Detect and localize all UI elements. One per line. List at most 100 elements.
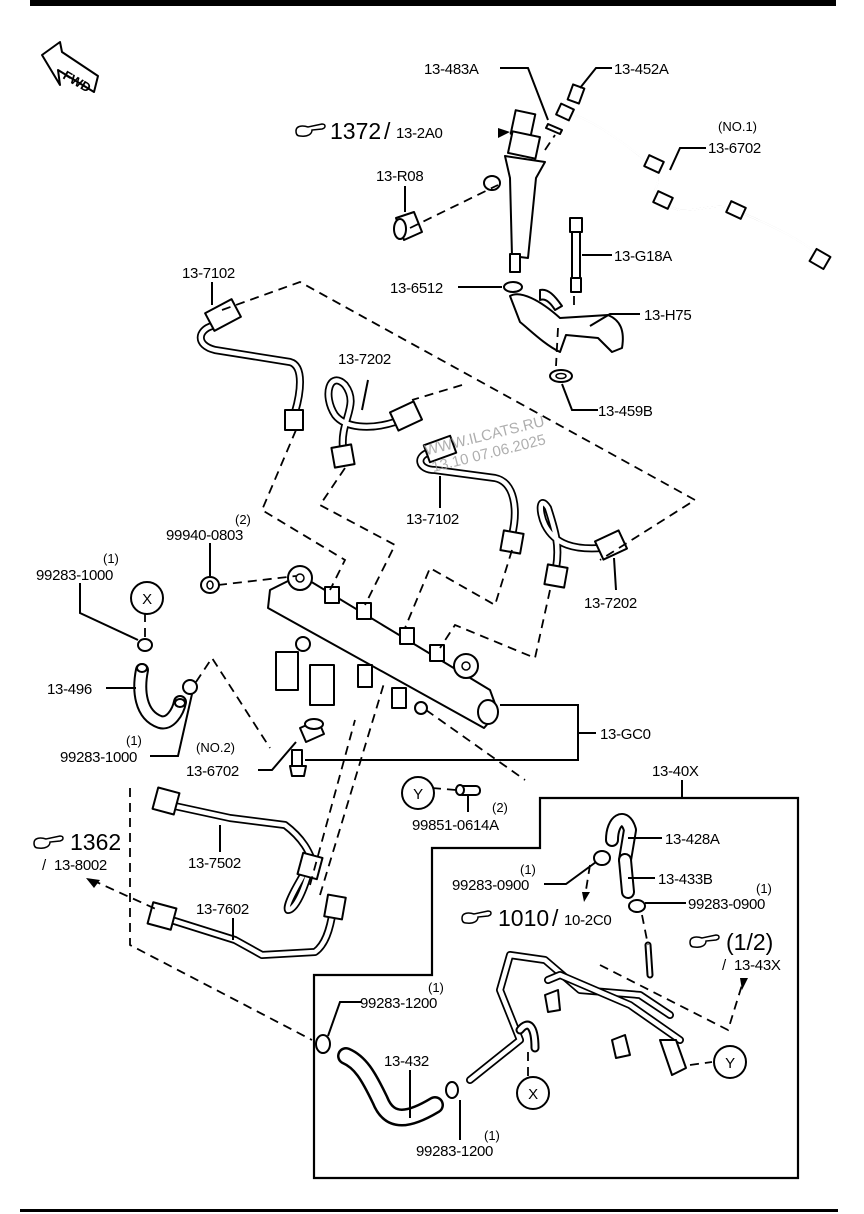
reference-page: 1362 — [70, 829, 121, 855]
dashed-guide-lines — [91, 134, 743, 1080]
part-label[interactable]: 13-6702 — [708, 140, 761, 157]
hose-13-432[interactable] — [337, 1047, 444, 1127]
connector-x-top: X — [130, 581, 164, 615]
part-label[interactable]: 13-GC0 — [600, 726, 651, 743]
reference-1362[interactable]: 1362 / 13-8002 — [33, 829, 121, 874]
hose-13-428A[interactable] — [605, 813, 637, 867]
pointing-hand-icon — [295, 123, 326, 137]
reference-half[interactable]: (1/2) / 13-43X — [689, 929, 781, 974]
pipe-assembly-13-43X[interactable] — [466, 941, 687, 1084]
clamp-13-H75[interactable] — [509, 288, 624, 353]
arrowhead-icon — [498, 128, 510, 138]
reference-separator: / — [722, 957, 727, 974]
part-label[interactable]: 13-428A — [665, 831, 720, 848]
injection-pipe-13-7102-b[interactable] — [416, 434, 525, 555]
clip-99283-1000-b[interactable] — [182, 679, 198, 695]
part-label[interactable]: 13-433B — [658, 871, 713, 888]
washer-13-459B[interactable] — [549, 369, 573, 383]
reference-separator: / — [384, 118, 391, 144]
clip-99283-0900-b[interactable] — [628, 899, 646, 913]
injection-pipe-13-7202-b[interactable] — [536, 499, 629, 589]
part-label[interactable]: 99283-1000 — [60, 749, 137, 766]
leader-lines — [79, 67, 706, 1140]
part-qty: (1) — [103, 551, 119, 566]
part-label[interactable]: 13-7202 — [338, 351, 391, 368]
part-label[interactable]: 13-483A — [424, 61, 479, 78]
clip-99283-1200-b[interactable] — [445, 1081, 459, 1099]
part-qty: (1) — [756, 881, 772, 896]
reference-page: 1010 — [498, 905, 549, 931]
part-qty: (1) — [126, 733, 142, 748]
part-label[interactable]: 13-G18A — [614, 248, 673, 265]
reference-separator: / — [552, 905, 559, 931]
clip-99283-1200-a[interactable] — [315, 1034, 331, 1054]
bolt-13-G18A[interactable] — [569, 217, 583, 293]
part-label[interactable]: 13-7602 — [196, 901, 249, 918]
reference-page: 1372 — [330, 118, 381, 144]
injection-pipe-13-7102-a[interactable] — [196, 298, 304, 431]
injection-pipe-13-7202-a[interactable] — [324, 376, 424, 469]
reference-code: 13-43X — [734, 957, 781, 974]
pipe-13-7602[interactable] — [146, 893, 347, 959]
part-label[interactable]: 13-6512 — [390, 280, 443, 297]
clip-99283-1000-a[interactable] — [137, 638, 153, 652]
reference-code: 10-2C0 — [564, 912, 611, 929]
wire-harness-no1[interactable] — [555, 102, 832, 271]
fwd-arrow-icon: FWD — [41, 41, 99, 95]
part-label[interactable]: 13-40X — [652, 763, 699, 780]
hose-13-496[interactable] — [133, 663, 187, 730]
sensor-13-452A[interactable] — [566, 83, 586, 105]
reference-code: 13-2A0 — [396, 125, 443, 142]
nut-99940-0803[interactable] — [200, 576, 220, 594]
hose-13-433B[interactable] — [618, 853, 635, 899]
part-label[interactable]: 99283-1000 — [36, 567, 113, 584]
arrowhead-icon — [740, 978, 748, 990]
part-label[interactable]: 13-H75 — [644, 307, 692, 324]
part-note: (NO.2) — [196, 740, 235, 755]
sleeve-13-R08[interactable] — [393, 211, 423, 241]
arrowhead-icon — [582, 892, 590, 902]
part-label[interactable]: 13-7202 — [584, 595, 637, 612]
pressure-sensor[interactable] — [289, 718, 325, 777]
reference-separator: / — [42, 857, 47, 874]
part-label[interactable]: 99283-1200 — [360, 995, 437, 1012]
clip-99283-0900-a[interactable] — [593, 850, 611, 866]
part-label[interactable]: 13-459B — [598, 403, 653, 420]
part-qty: (2) — [235, 512, 251, 527]
arrowhead-icon — [86, 878, 100, 888]
injector[interactable] — [483, 109, 546, 273]
part-label[interactable]: 99283-0900 — [688, 896, 765, 913]
part-label[interactable]: 99851-0614A — [412, 817, 499, 834]
part-label[interactable]: 99940-0803 — [166, 527, 243, 544]
part-note: (NO.1) — [718, 119, 757, 134]
part-label[interactable]: 13-496 — [47, 681, 92, 698]
pointing-hand-icon — [689, 934, 720, 948]
part-label[interactable]: 99283-1200 — [416, 1143, 493, 1160]
part-labels: 13-483A 13-452A (NO.1) 13-6702 13-R08 13… — [36, 61, 772, 1160]
part-qty: (2) — [492, 800, 508, 815]
part-label[interactable]: 99283-0900 — [452, 877, 529, 894]
pipe-13-7502[interactable] — [151, 786, 324, 914]
common-rail-13-GC0[interactable] — [267, 565, 499, 729]
part-label[interactable]: 13-R08 — [376, 168, 424, 185]
reference-1010[interactable]: 1010 / 10-2C0 — [461, 905, 612, 931]
part-label[interactable]: 13-7102 — [182, 265, 235, 282]
reference-page: (1/2) — [726, 929, 773, 955]
top-border-rule — [30, 0, 836, 6]
bolt-99851-0614A[interactable] — [455, 784, 481, 796]
part-label[interactable]: 13-7102 — [406, 511, 459, 528]
connector-y-bottom: Y — [713, 1045, 747, 1079]
connector-y-label: Y — [413, 786, 423, 803]
part-qty: (1) — [484, 1128, 500, 1143]
reference-1372[interactable]: 1372 / 13-2A0 — [295, 118, 443, 144]
part-label[interactable]: 13-7502 — [188, 855, 241, 872]
pointing-hand-icon — [461, 910, 492, 924]
part-label[interactable]: 13-432 — [384, 1053, 429, 1070]
connector-x-label: X — [528, 1086, 538, 1103]
seal-13-483A[interactable] — [545, 123, 563, 135]
part-label[interactable]: 13-452A — [614, 61, 669, 78]
washer-13-6512[interactable] — [503, 281, 523, 293]
connector-x-bottom: X — [516, 1076, 550, 1110]
part-label[interactable]: 13-6702 — [186, 763, 239, 780]
